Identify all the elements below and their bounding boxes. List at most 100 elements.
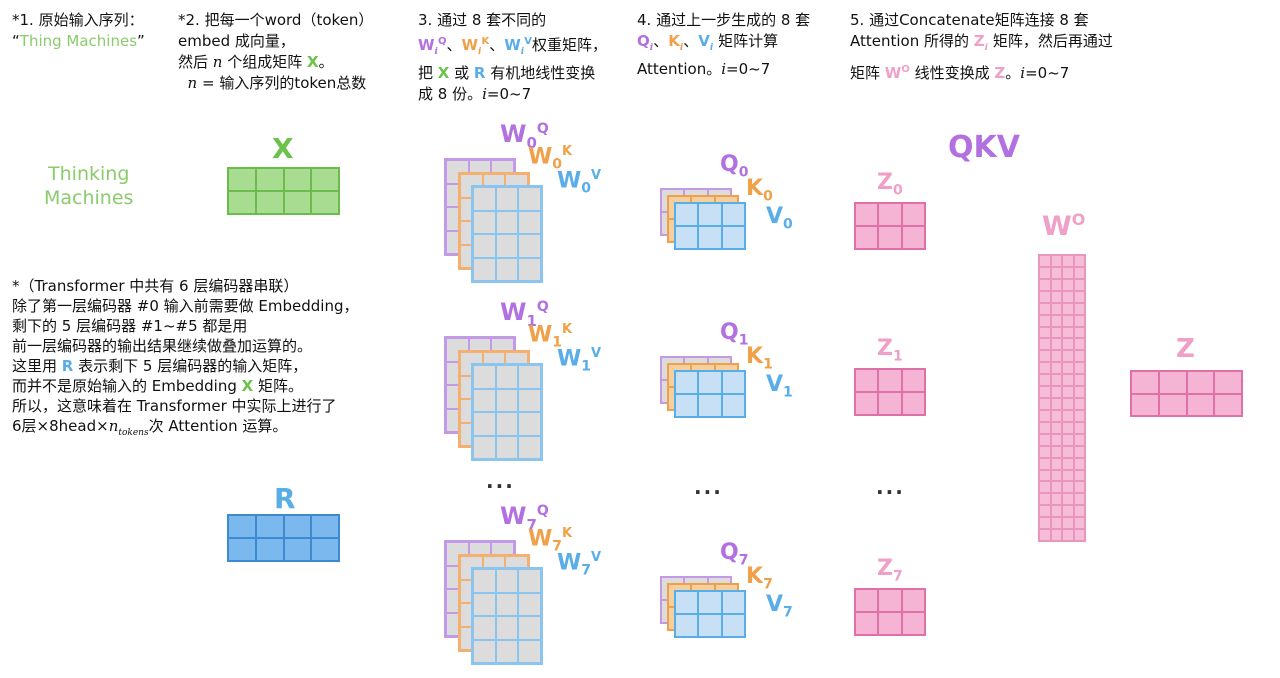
matrix-cell bbox=[1039, 409, 1051, 422]
thinking-word: Thinking bbox=[48, 163, 130, 185]
v-matrix-head-1 bbox=[674, 370, 746, 418]
matrix-cell bbox=[721, 394, 745, 417]
wv-label-head-0: W0V bbox=[557, 168, 602, 197]
matrix-cell bbox=[518, 257, 541, 281]
step5-z: Z bbox=[994, 64, 1006, 82]
matrix-cell bbox=[518, 569, 541, 593]
step4-i: i bbox=[721, 60, 727, 78]
matrix-cell bbox=[675, 371, 699, 394]
step1-title: *1. 原始输入序列： bbox=[12, 11, 144, 29]
matrix-cell bbox=[518, 388, 541, 412]
matrix-cell bbox=[1073, 505, 1085, 518]
matrix-cell bbox=[1050, 421, 1062, 434]
matrix-cell bbox=[1050, 433, 1062, 446]
matrix-cell bbox=[518, 435, 541, 459]
step5-zi: Zi bbox=[973, 32, 989, 53]
matrix-cell bbox=[1050, 469, 1062, 482]
matrix-cell bbox=[1039, 457, 1051, 470]
z-matrix-head-0 bbox=[854, 202, 926, 250]
matrix-cell bbox=[1131, 371, 1159, 394]
v-label-head-1: V1 bbox=[766, 372, 793, 401]
matrix-cell bbox=[1039, 529, 1051, 541]
matrix-cell bbox=[1186, 393, 1215, 416]
matrix-cell bbox=[901, 612, 925, 635]
matrix-cell bbox=[855, 392, 879, 415]
matrix-cell bbox=[1050, 457, 1062, 470]
matrix-cell bbox=[495, 388, 519, 412]
step3-wv: WiV bbox=[504, 36, 532, 57]
matrix-cell bbox=[878, 589, 902, 612]
note-line5a: 这里用 bbox=[12, 357, 62, 375]
matrix-cell bbox=[901, 589, 925, 612]
step3-line4: 成 8 份。 bbox=[418, 85, 483, 103]
step4-sep2: 、 bbox=[683, 32, 699, 50]
matrix-cell bbox=[1062, 469, 1074, 482]
step3-or: 或 bbox=[449, 64, 474, 82]
matrix-cell bbox=[1073, 278, 1085, 291]
step2-n: n bbox=[212, 53, 223, 71]
wv-matrix-head-2 bbox=[471, 567, 543, 665]
step5-line3c: 。 bbox=[1005, 64, 1021, 82]
matrix-cell bbox=[901, 369, 925, 392]
matrix-cell bbox=[878, 392, 902, 415]
matrix-cell bbox=[1186, 371, 1215, 394]
matrix-cell bbox=[495, 592, 519, 616]
matrix-cell bbox=[495, 365, 519, 389]
step1-quote-right: ” bbox=[137, 32, 145, 50]
z-label-head-0: Z0 bbox=[877, 170, 903, 199]
step3-wk: WiK bbox=[461, 36, 490, 57]
matrix-cell bbox=[1073, 529, 1085, 541]
step2-line3-post: 个组成矩阵 bbox=[222, 53, 307, 71]
z-matrix-head-1 bbox=[854, 368, 926, 416]
step5-line1: 5. 通过Concatenate矩阵连接 8 套 bbox=[850, 11, 1089, 29]
step3-r: R bbox=[473, 64, 486, 82]
matrix-cell bbox=[255, 515, 284, 538]
matrix-cell bbox=[1062, 314, 1074, 327]
matrix-cell bbox=[1062, 266, 1074, 279]
matrix-cell bbox=[1050, 529, 1062, 541]
matrix-cell bbox=[518, 234, 541, 258]
matrix-cell bbox=[1039, 362, 1051, 375]
step5-line3a: 矩阵 bbox=[850, 64, 885, 82]
k-label-head-2: K7 bbox=[746, 564, 773, 593]
matrix-cell bbox=[1039, 278, 1051, 291]
step1-quote-left: “ bbox=[12, 32, 20, 50]
matrix-cell bbox=[518, 365, 541, 389]
step5-wo: WO bbox=[884, 64, 910, 82]
step3-line3a: 把 bbox=[418, 64, 438, 82]
matrix-cell bbox=[446, 542, 469, 566]
matrix-cell bbox=[473, 257, 496, 281]
encoder-note: *（Transformer 中共有 6 层编码器串联） 除了第一层编码器 #0 … bbox=[12, 276, 359, 443]
matrix-cell bbox=[1039, 374, 1051, 387]
matrix-cell bbox=[473, 210, 496, 234]
matrix-cell bbox=[1050, 290, 1062, 303]
matrix-cell bbox=[1073, 421, 1085, 434]
wq-label-head-1: W1Q bbox=[500, 298, 549, 330]
wo-label: WO bbox=[1042, 210, 1086, 242]
matrix-cell bbox=[473, 569, 496, 593]
thinking-machines-label: Thinking Machines bbox=[44, 162, 133, 210]
step2-text: *2. 把每一个word（token） embed 成向量， 然后 n 个组成矩… bbox=[178, 10, 373, 94]
matrix-cell bbox=[446, 338, 469, 362]
step4-v: Vi bbox=[698, 32, 714, 53]
matrix-cell bbox=[878, 369, 902, 392]
matrix-cell bbox=[855, 203, 879, 226]
matrix-cell bbox=[1062, 493, 1074, 506]
matrix-cell bbox=[1073, 255, 1085, 267]
z-final-matrix bbox=[1130, 370, 1243, 417]
dots-weights: ··· bbox=[486, 474, 515, 498]
matrix-cell bbox=[283, 538, 312, 561]
matrix-cell bbox=[1050, 481, 1062, 494]
z-label-head-1: Z1 bbox=[877, 336, 903, 365]
matrix-cell bbox=[1039, 255, 1051, 267]
wk-label-head-0: W0K bbox=[528, 144, 573, 173]
matrix-cell bbox=[1214, 393, 1242, 416]
note-tokens: tokens bbox=[118, 428, 149, 438]
r-label: R bbox=[274, 482, 296, 515]
matrix-cell bbox=[1158, 371, 1187, 394]
k-label-head-0: K0 bbox=[746, 176, 773, 205]
matrix-cell bbox=[311, 168, 339, 191]
matrix-cell bbox=[721, 591, 745, 614]
matrix-cell bbox=[698, 203, 722, 226]
step2-line4: = 输入序列的token总数 bbox=[197, 74, 367, 92]
